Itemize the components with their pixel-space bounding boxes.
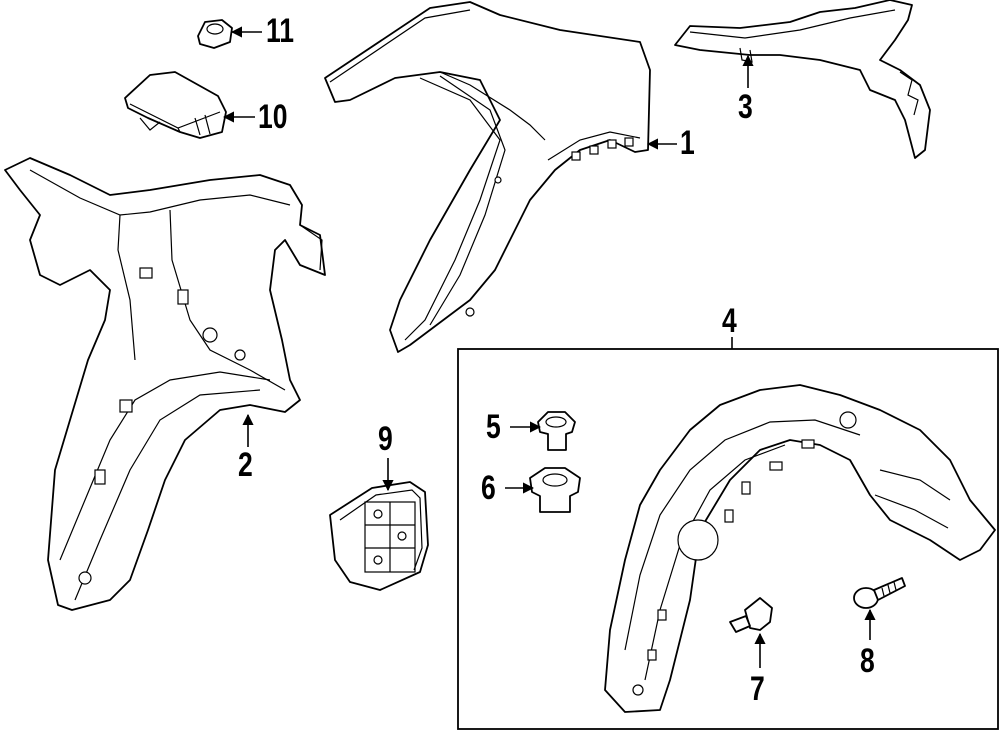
- callout-11: 11: [266, 12, 295, 50]
- part-8-screw: [853, 577, 906, 609]
- part-7-push-clip: [729, 597, 773, 633]
- part-11-nut: [197, 19, 233, 49]
- part-5-clip: [537, 411, 576, 451]
- callout-1: 1: [680, 124, 695, 162]
- callout-4: 4: [722, 302, 737, 340]
- callout-9: 9: [378, 420, 393, 458]
- part-4-wheelhouse-liner: [604, 384, 996, 713]
- part-1-outer-quarter-panel: [324, 1, 651, 353]
- part-2-inner-quarter-panel: [4, 157, 326, 611]
- part-6-clip: [529, 467, 581, 513]
- part-3-extension-panel: [674, 0, 931, 159]
- callout-3: 3: [738, 88, 753, 126]
- callout-8: 8: [860, 642, 875, 680]
- part-10-module: [124, 71, 227, 139]
- callout-10: 10: [258, 98, 288, 136]
- callout-5: 5: [486, 408, 501, 446]
- part-9-vent: [329, 481, 429, 591]
- callout-6: 6: [481, 469, 496, 507]
- callout-2: 2: [238, 446, 253, 484]
- group-box-4: [457, 348, 999, 730]
- callout-7: 7: [750, 670, 765, 708]
